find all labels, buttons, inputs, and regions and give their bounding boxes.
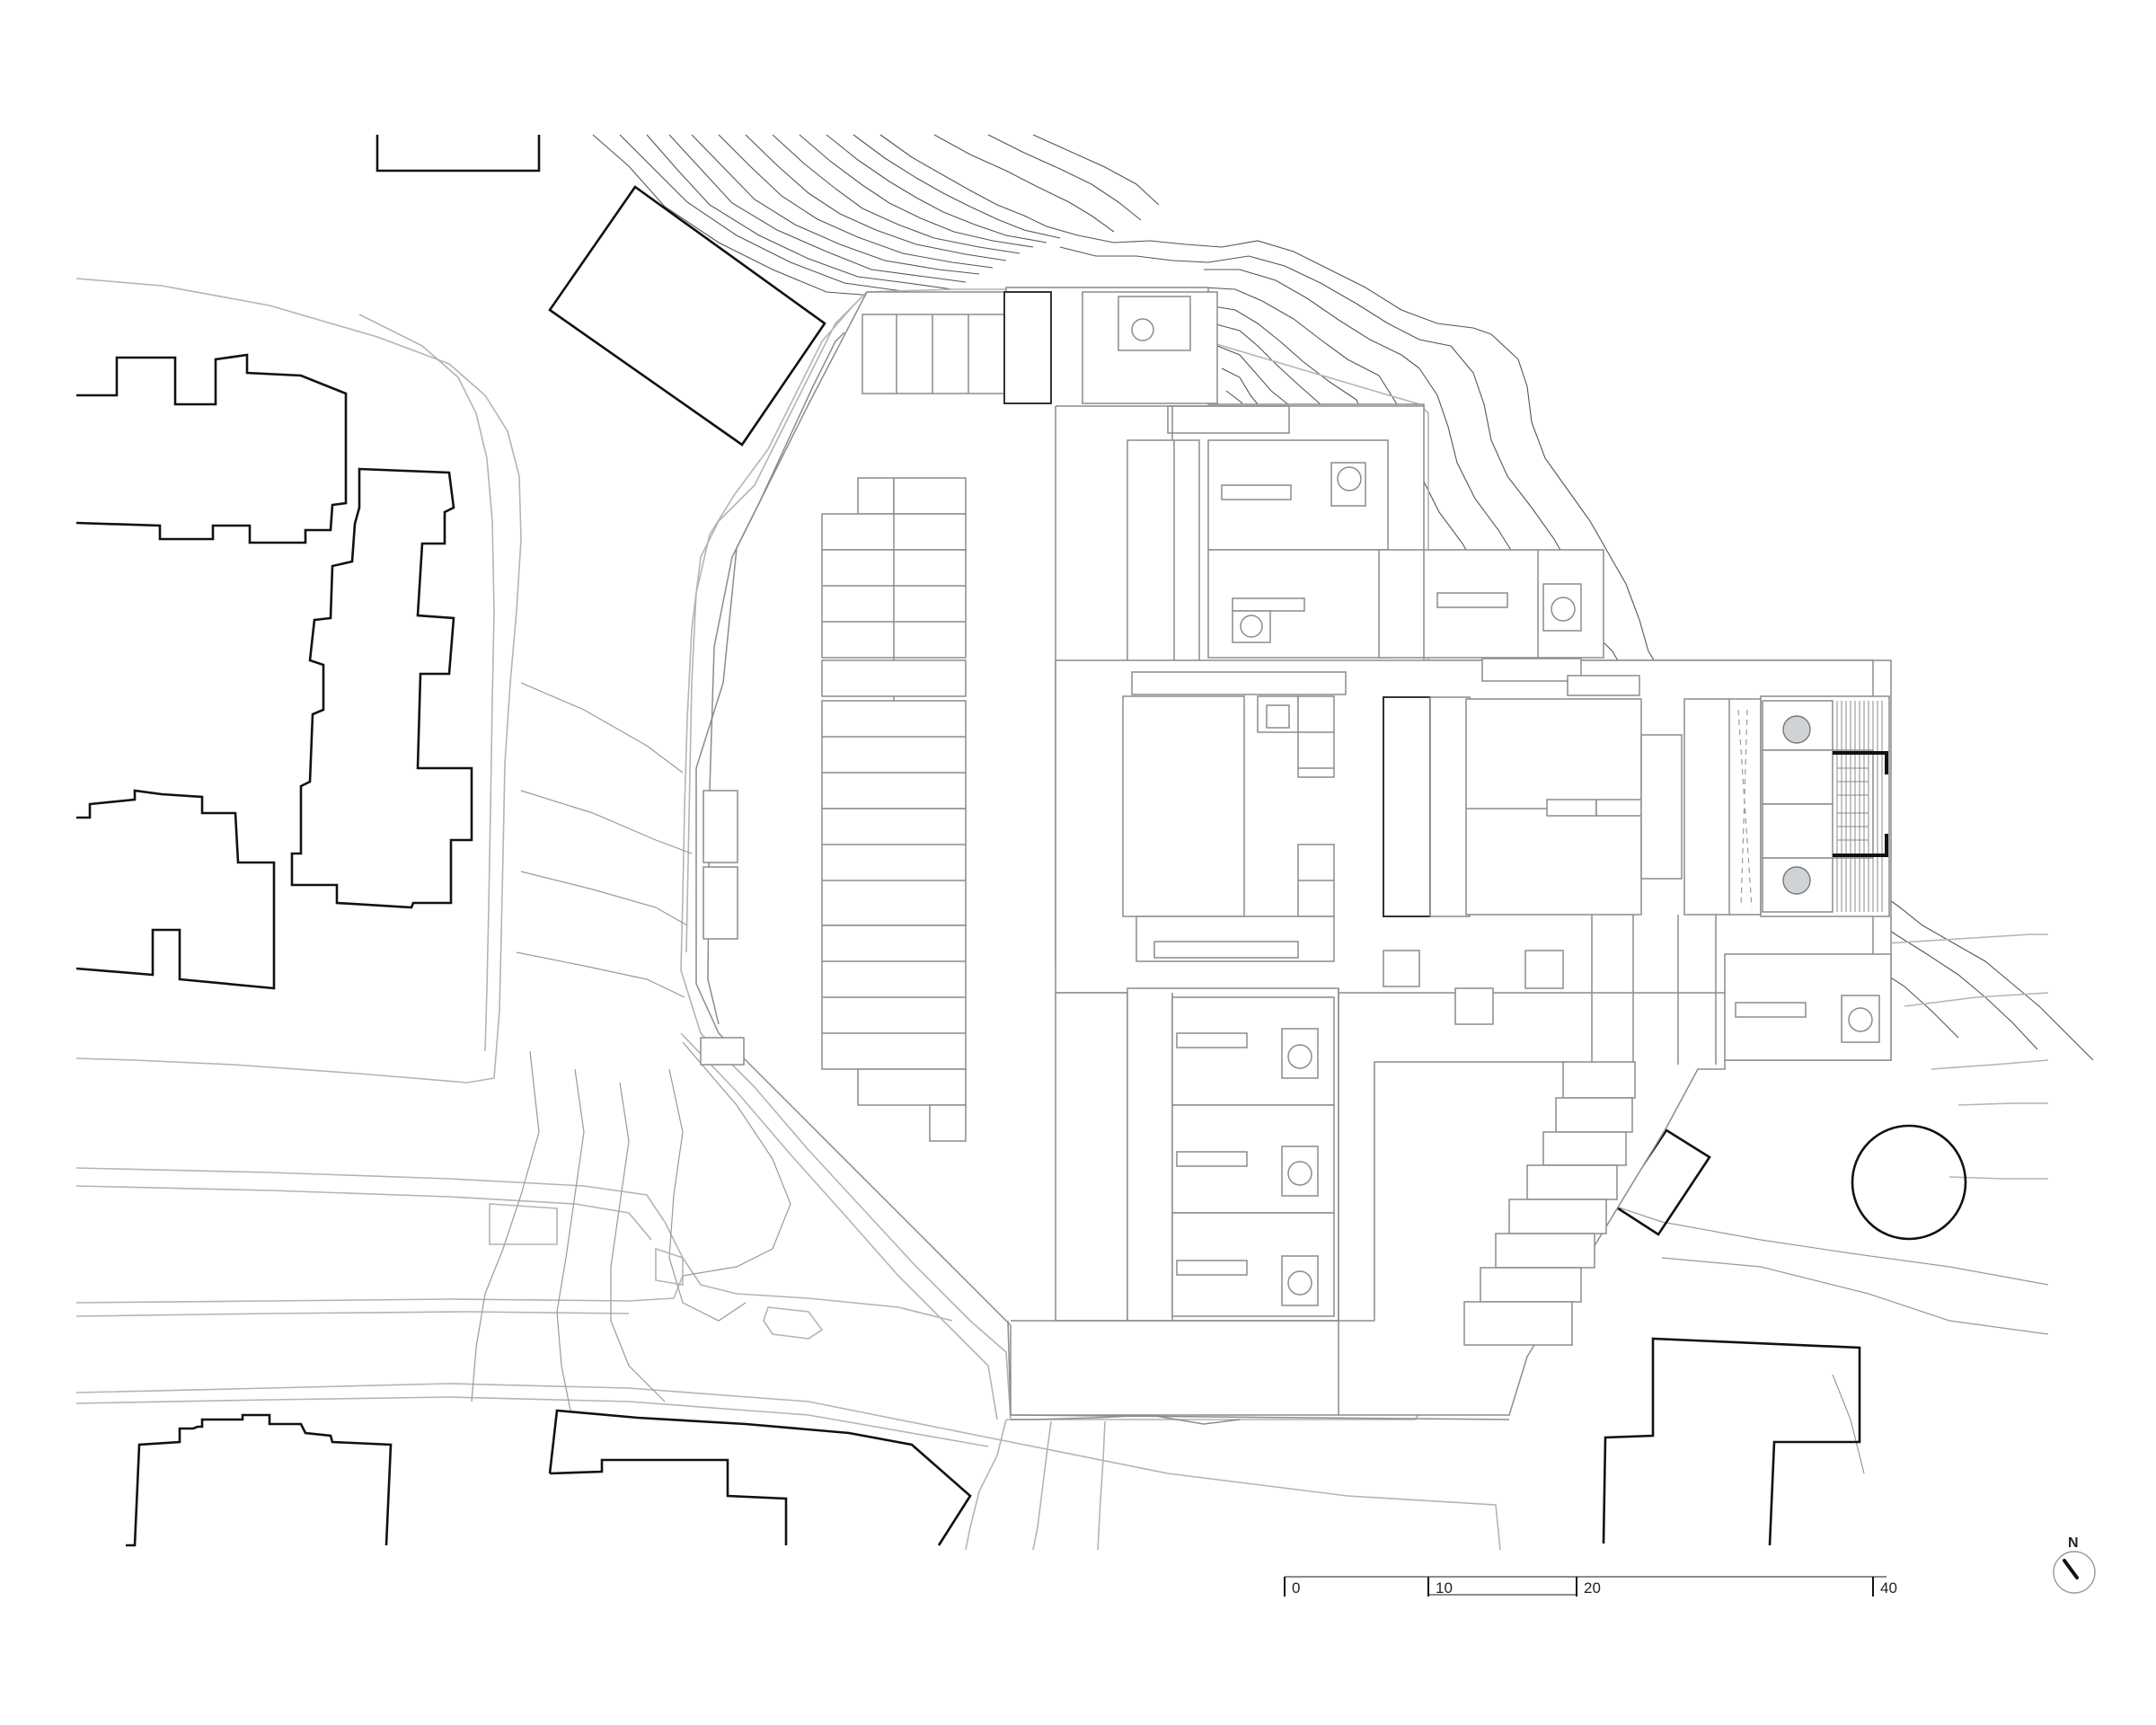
pool-building bbox=[1760, 695, 1890, 917]
building-west-1 bbox=[75, 353, 348, 544]
scale-label-10: 10 bbox=[1436, 1579, 1453, 1597]
scale-label-40: 40 bbox=[1880, 1579, 1897, 1597]
building-south-center bbox=[548, 1409, 972, 1546]
north-arrow-ring bbox=[2053, 1551, 2096, 1594]
parking-grid bbox=[700, 477, 967, 1142]
pool-wall-lower bbox=[1833, 834, 1888, 857]
building-west-3 bbox=[75, 789, 276, 990]
scale-bar: 0 10 20 40 bbox=[1284, 1576, 1897, 1597]
north-arrow-icon bbox=[2063, 1559, 2079, 1579]
pool-wall-upper bbox=[1833, 751, 1888, 774]
building-round bbox=[1851, 1124, 1967, 1241]
north-arrow-label: N bbox=[2068, 1535, 2079, 1551]
main-complex bbox=[695, 287, 1892, 1425]
terraced-steps bbox=[1463, 1061, 1636, 1346]
unit-cluster-south bbox=[1011, 953, 1892, 1415]
building-north-top bbox=[376, 135, 541, 172]
north-arrow: N bbox=[2053, 1535, 2096, 1594]
unit-cluster-north bbox=[1127, 439, 1604, 662]
building-west-2 bbox=[290, 467, 473, 909]
central-courtyard bbox=[1055, 658, 1874, 1065]
scale-label-20: 20 bbox=[1584, 1579, 1601, 1597]
building-north-tilted bbox=[548, 185, 826, 447]
surrounding-buildings bbox=[75, 135, 1967, 1547]
scale-label-0: 0 bbox=[1292, 1579, 1300, 1597]
building-south-west bbox=[126, 1413, 393, 1547]
building-south-east bbox=[1602, 1337, 1861, 1546]
